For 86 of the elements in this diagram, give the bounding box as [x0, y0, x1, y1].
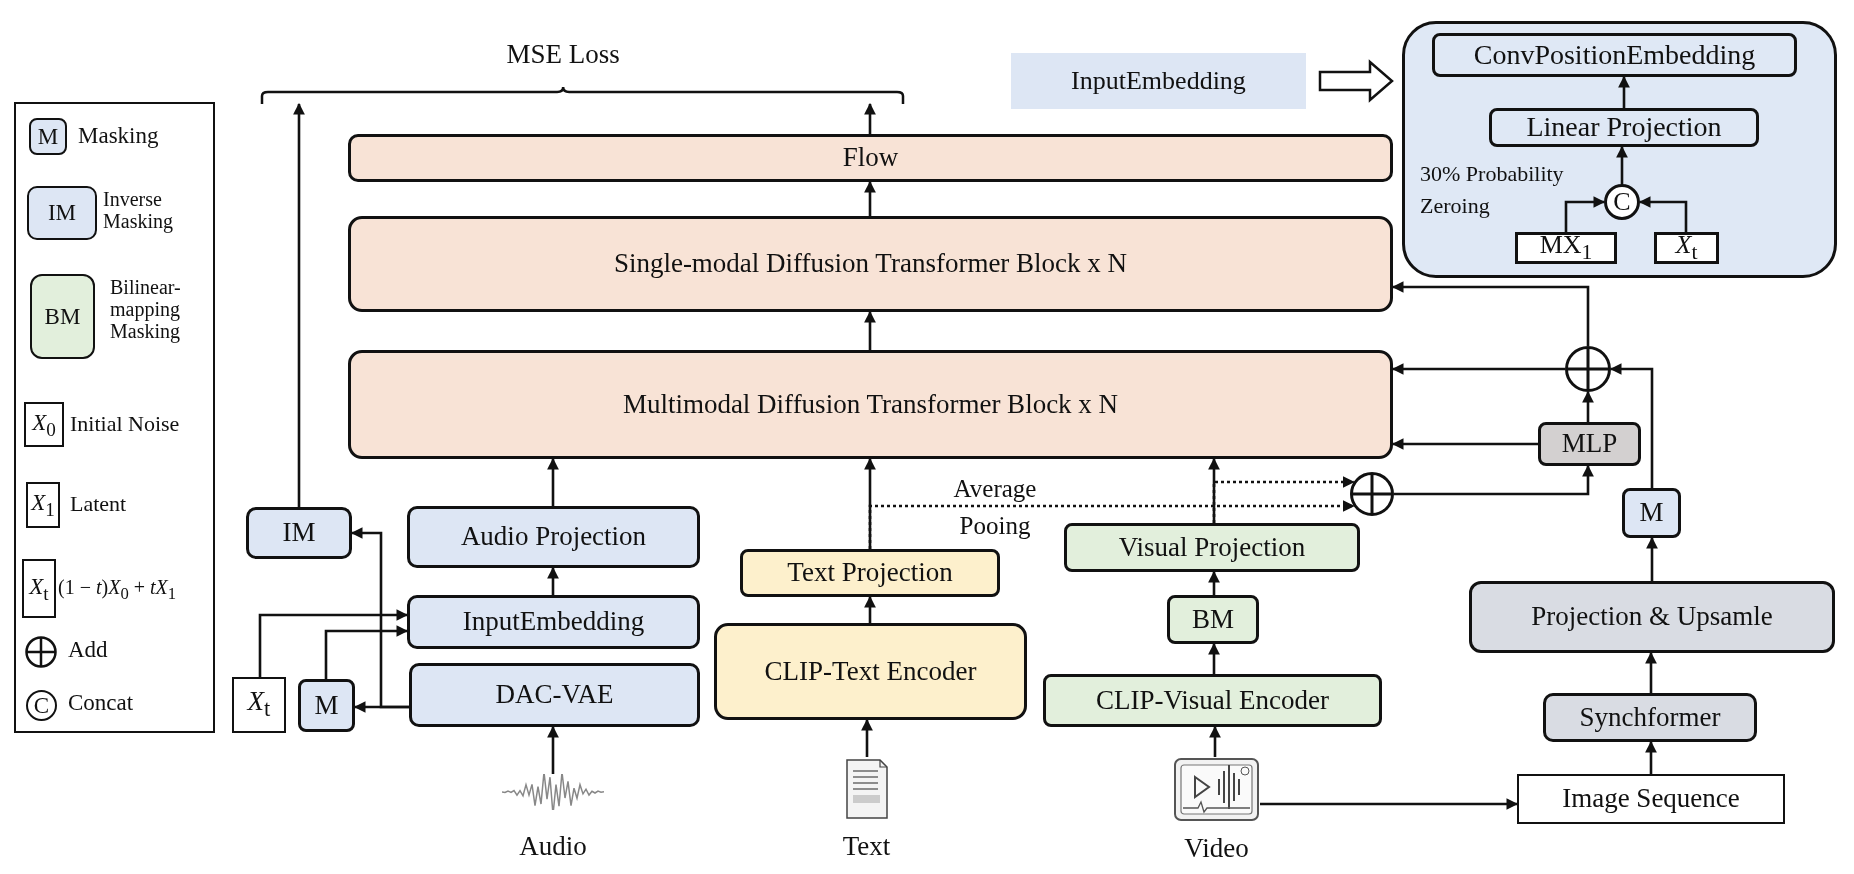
- legend-text: Inverse Masking: [103, 188, 174, 232]
- arrow: [350, 527, 409, 709]
- arrow: [1208, 457, 1220, 523]
- arrow: [1394, 464, 1594, 496]
- process-box: ConvPositionEmbedding: [1432, 33, 1797, 77]
- arrow: [547, 457, 559, 506]
- arrow: [1391, 363, 1565, 375]
- process-box: Image Sequence: [1517, 774, 1785, 824]
- legend-text: Add: [68, 637, 109, 663]
- add-symbol: [1350, 472, 1394, 516]
- arrow: [1645, 740, 1657, 774]
- arrow: [861, 718, 873, 757]
- process-box: M: [1622, 488, 1681, 538]
- arrow: [1638, 196, 1688, 232]
- process-box: Flow: [348, 134, 1393, 182]
- detail-panel: [1402, 21, 1837, 278]
- arrow: [324, 625, 409, 679]
- arrow: [1616, 145, 1628, 184]
- arrow: [1208, 570, 1220, 595]
- legend-sample: X$_{0}$: [24, 402, 64, 447]
- arrow: [1391, 438, 1538, 450]
- legend-sample: BM: [30, 274, 95, 359]
- arrow: [547, 566, 559, 595]
- legend-text: (1 − t)X$_{0}$ + tX$_{1}$: [58, 576, 178, 604]
- arrow: [1564, 196, 1606, 232]
- legend-sample: X$_{1}$: [26, 482, 60, 528]
- embedding-band: InputEmbedding: [1011, 53, 1306, 109]
- process-box: IM: [246, 507, 352, 559]
- arrow: [1609, 363, 1654, 488]
- process-box: Projection & Upsamle: [1469, 581, 1835, 653]
- process-box: Text Projection: [740, 549, 1000, 597]
- legend-text: Masking: [78, 123, 160, 149]
- arrow: [1618, 75, 1630, 108]
- process-box: Audio Projection: [407, 506, 700, 568]
- input-box: X$_{t}$: [232, 677, 286, 733]
- document-icon: [843, 757, 890, 822]
- process-box: MLP: [1538, 422, 1641, 466]
- video-player-icon: [1173, 757, 1260, 822]
- arrow: [1208, 642, 1220, 674]
- process-box: Linear Projection: [1489, 108, 1759, 147]
- process-box: M: [298, 679, 355, 732]
- arrow: [1260, 798, 1519, 810]
- dotted-arrow: [1212, 476, 1355, 523]
- legend-sample: IM: [27, 186, 97, 240]
- note-text: 30% Probability Zeroing: [1420, 160, 1565, 220]
- concat-symbol: C: [1604, 184, 1640, 220]
- dotted-arrow: [868, 500, 1355, 549]
- block-arrow: [1318, 59, 1394, 103]
- arrow: [1209, 725, 1221, 757]
- arrow: [1391, 281, 1590, 346]
- process-box: Synchformer: [1543, 693, 1757, 742]
- arrow: [547, 725, 559, 774]
- arrow: [1582, 390, 1594, 422]
- legend-text: Initial Noise: [70, 412, 181, 437]
- waveform-icon: [502, 774, 604, 810]
- input-label: Video: [1183, 834, 1250, 864]
- arrow: [864, 310, 876, 350]
- process-box: CLIP-Visual Encoder: [1043, 674, 1382, 727]
- legend-sample: X$_{t}$: [22, 559, 56, 618]
- process-box: BM: [1167, 595, 1259, 644]
- legend-sample: M: [29, 118, 67, 155]
- input-box: X$_{t}$: [1654, 232, 1719, 264]
- arrow: [864, 180, 876, 216]
- legend-sample: C: [26, 690, 57, 721]
- legend-text: Concat: [68, 690, 135, 716]
- loss-label: MSE Loss: [506, 40, 620, 70]
- arrow: [864, 595, 876, 623]
- process-box: CLIP-Text Encoder: [714, 623, 1027, 720]
- arrow: [258, 609, 409, 677]
- legend-text: Bilinear-mapping Masking: [110, 276, 182, 342]
- process-box: Single-modal Diffusion Transformer Block x N: [348, 216, 1393, 312]
- arrow: [864, 457, 876, 549]
- arrow: [1646, 536, 1658, 581]
- input-label: Audio: [518, 832, 588, 862]
- process-box: DAC-VAE: [409, 663, 700, 727]
- legend-text: Latent: [70, 492, 128, 517]
- arrow: [293, 102, 305, 507]
- arrow: [864, 102, 876, 134]
- arrow: [1645, 651, 1657, 693]
- process-box: Multimodal Diffusion Transformer Block x N: [348, 350, 1393, 459]
- edge-label: Average Pooing: [952, 474, 1038, 541]
- process-box: Visual Projection: [1064, 523, 1360, 572]
- process-box: InputEmbedding: [407, 595, 700, 649]
- input-label: Text: [841, 832, 892, 862]
- input-box: MX$_{1}$: [1515, 232, 1617, 264]
- add-symbol: [1565, 346, 1611, 392]
